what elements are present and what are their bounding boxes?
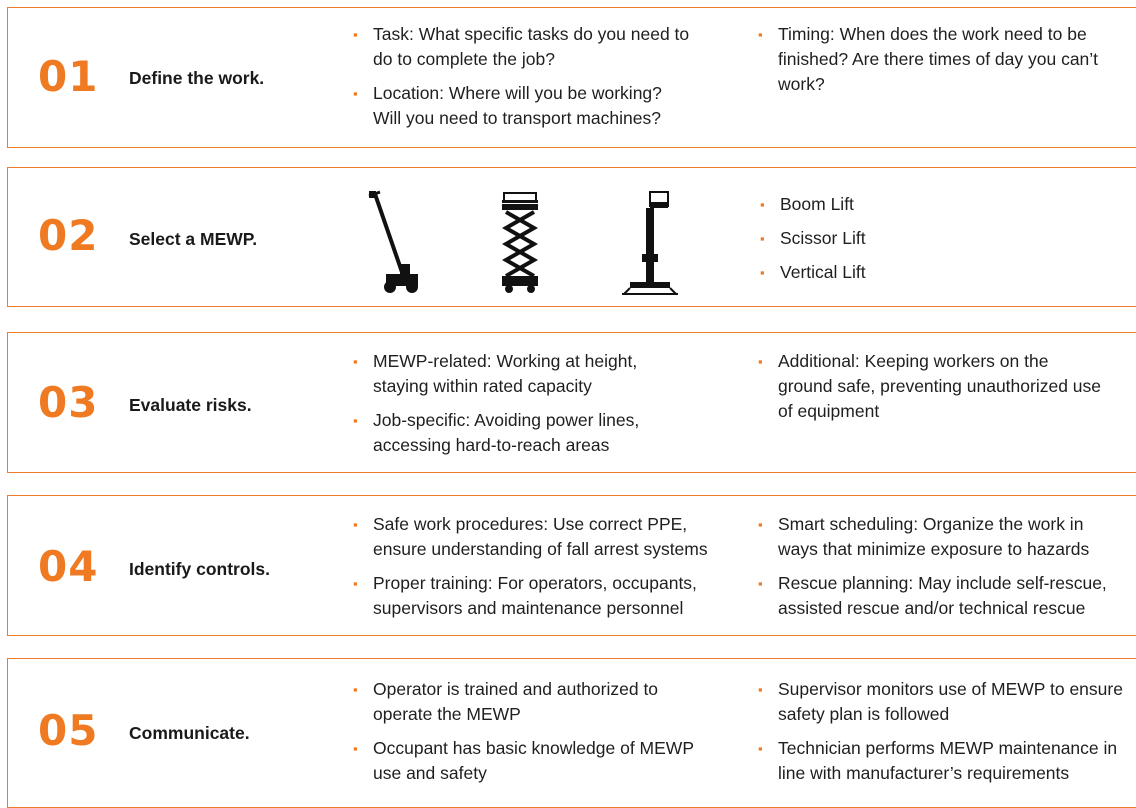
step-title: Select a MEWP.	[129, 229, 258, 249]
list-item: ▪ Operator is trained and authorized to o…	[351, 677, 701, 727]
step-left-column: ▪ Safe work procedures: Use correct PPE, …	[351, 512, 721, 621]
bullet-icon: ▪	[353, 27, 358, 42]
bullet-icon: ▪	[758, 27, 763, 42]
boom-lift-icon	[368, 190, 418, 293]
list-item: ▪ Additional: Keeping workers on the grou…	[756, 349, 1106, 424]
list-item: ▪ Occupant has basic knowledge of MEWP us…	[351, 736, 701, 786]
list-item: ▪ Timing: When does the work need to be f…	[756, 22, 1106, 97]
bullet-icon: ▪	[758, 517, 763, 532]
step-number: 01	[38, 52, 99, 101]
step-04-box: 04 Identify controls. ▪ Safe work procedu…	[7, 495, 1136, 636]
step-number: 05	[38, 706, 99, 755]
list-item-text: Timing: When does the work need to be fi…	[778, 24, 1099, 94]
bullet-icon: ▪	[353, 413, 358, 428]
list-item: ▪ Smart scheduling: Organize the work in …	[756, 512, 1111, 562]
step-03-box: 03 Evaluate risks. ▪ MEWP-related: Workin…	[7, 332, 1136, 473]
bullet-icon: ▪	[758, 576, 763, 591]
bullet-icon: ▪	[353, 517, 358, 532]
list-item-text: Location: Where will you be working? Wil…	[373, 83, 662, 128]
bullet-icon: ▪	[353, 576, 358, 591]
list-item-text: Job-specific: Avoiding power lines, acce…	[373, 410, 640, 455]
list-item-text: Supervisor monitors use of MEWP to ensur…	[778, 679, 1123, 724]
step-left-column: ▪ Operator is trained and authorized to o…	[351, 677, 701, 786]
list-item-text: Additional: Keeping workers on the groun…	[778, 351, 1102, 421]
step-right-column: ▪ Boom Lift ▪ Scissor Lift ▪ Vertical Lift	[758, 192, 1058, 285]
bullet-icon: ▪	[353, 86, 358, 101]
list-item: ▪ Boom Lift	[758, 192, 1058, 217]
list-item: ▪ Job-specific: Avoiding power lines, acc…	[351, 408, 691, 458]
step-title: Evaluate risks.	[129, 395, 252, 415]
step-number: 04	[38, 542, 99, 591]
list-item-text: Safe work procedures: Use correct PPE, e…	[373, 514, 708, 559]
step-05-box: 05 Communicate. ▪ Operator is trained and…	[7, 658, 1136, 808]
list-item-text: Proper training: For operators, occupant…	[373, 573, 697, 618]
list-item-text: Scissor Lift	[780, 228, 866, 248]
list-item: ▪ Location: Where will you be working? Wi…	[351, 81, 691, 131]
vertical-lift-icon	[622, 191, 678, 295]
list-item: ▪ Proper training: For operators, occupan…	[351, 571, 721, 621]
list-item-text: Operator is trained and authorized to op…	[373, 679, 659, 724]
step-02-box: 02 Select a MEWP. ▪ Boom Lift	[7, 167, 1136, 307]
list-item: ▪ Supervisor monitors use of MEWP to ensu…	[756, 677, 1136, 727]
bullet-icon: ▪	[758, 741, 763, 756]
step-left-column: ▪ Task: What specific tasks do you need t…	[351, 22, 691, 131]
bullet-icon: ▪	[758, 354, 763, 369]
scissor-lift-icon	[501, 192, 539, 293]
list-item: ▪ Task: What specific tasks do you need t…	[351, 22, 691, 72]
step-number: 02	[38, 211, 99, 260]
bullet-icon: ▪	[353, 354, 358, 369]
step-right-column: ▪ Additional: Keeping workers on the grou…	[756, 349, 1106, 424]
step-right-column: ▪ Supervisor monitors use of MEWP to ensu…	[756, 677, 1136, 786]
list-item-text: Task: What specific tasks do you need to…	[373, 24, 690, 69]
list-item-text: MEWP-related: Working at height, staying…	[373, 351, 638, 396]
step-title: Define the work.	[129, 68, 265, 88]
list-item-text: Technician performs MEWP maintenance in …	[778, 738, 1118, 783]
step-01-box: 01 Define the work. ▪ Task: What specific…	[7, 7, 1136, 148]
bullet-icon: ▪	[353, 741, 358, 756]
bullet-icon: ▪	[760, 231, 765, 246]
list-item-text: Vertical Lift	[780, 262, 866, 282]
step-number: 03	[38, 378, 99, 427]
bullet-icon: ▪	[758, 682, 763, 697]
list-item: ▪ Technician performs MEWP maintenance in…	[756, 736, 1136, 786]
list-item-text: Rescue planning: May include self-rescue…	[778, 573, 1107, 618]
list-item-text: Boom Lift	[780, 194, 854, 214]
bullet-icon: ▪	[353, 682, 358, 697]
step-right-column: ▪ Smart scheduling: Organize the work in …	[756, 512, 1111, 621]
step-title: Identify controls.	[129, 559, 270, 579]
list-item-text: Occupant has basic knowledge of MEWP use…	[373, 738, 694, 783]
list-item: ▪ Safe work procedures: Use correct PPE, …	[351, 512, 721, 562]
list-item: ▪ MEWP-related: Working at height, stayin…	[351, 349, 691, 399]
list-item: ▪ Vertical Lift	[758, 260, 1058, 285]
step-title: Communicate.	[129, 723, 250, 743]
list-item: ▪ Scissor Lift	[758, 226, 1058, 251]
list-item: ▪ Rescue planning: May include self-rescu…	[756, 571, 1111, 621]
step-left-column: ▪ MEWP-related: Working at height, stayin…	[351, 349, 691, 458]
bullet-icon: ▪	[760, 265, 765, 280]
list-item-text: Smart scheduling: Organize the work in w…	[778, 514, 1090, 559]
bullet-icon: ▪	[760, 197, 765, 212]
step-right-column: ▪ Timing: When does the work need to be f…	[756, 22, 1106, 97]
